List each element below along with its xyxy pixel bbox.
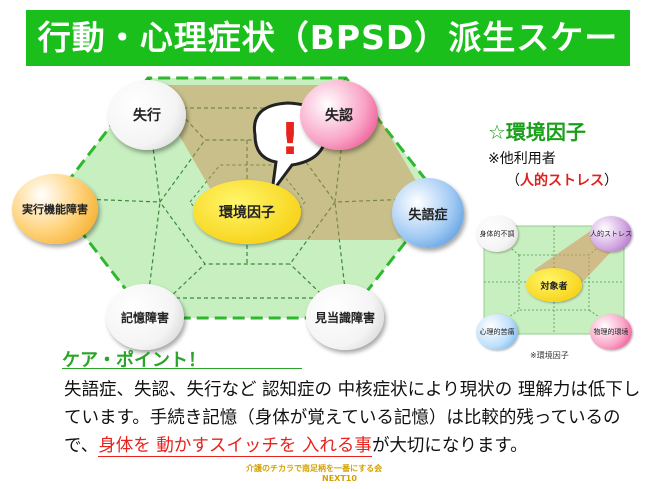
environment-heading: ☆環境因子 bbox=[488, 120, 586, 144]
node-aphasia: 失語症 bbox=[392, 178, 464, 248]
care-point-highlight: 身体を 動かすスイッチを 入れる事 bbox=[98, 436, 372, 457]
mini-diagram: 身体的不調 人的ストレス 対象者 心理的苦痛 物理的環境 bbox=[474, 210, 634, 360]
care-point-heading: ケア・ポイント！ bbox=[62, 350, 206, 371]
environment-note: ※他利用者 bbox=[488, 151, 556, 167]
node-memory-impairment: 記憶障害 bbox=[106, 284, 184, 350]
care-point-underline bbox=[62, 368, 302, 369]
node-environment-center: 環境因子 bbox=[193, 180, 301, 244]
mini-node-physical: 身体的不調 bbox=[476, 216, 518, 252]
footer-brand: NEXT10 bbox=[322, 474, 357, 483]
node-disorientation: 見当識障害 bbox=[306, 284, 384, 350]
footer-organization: 介護のチカラで南足柄を一番にする会 bbox=[246, 464, 383, 473]
alert-symbol: ! bbox=[280, 114, 300, 165]
mini-node-physical-env: 物理的環境 bbox=[590, 314, 632, 350]
node-executive-dysfunction: 実行機能障害 bbox=[12, 174, 98, 244]
mini-node-psychological: 心理的苦痛 bbox=[476, 314, 518, 350]
care-point-text: 失語症、失認、失行など 認知症の 中核症状により現状の 理解力は低下しています。… bbox=[64, 380, 641, 457]
page-title: 行動・心理症状（BPSD）派生スケール bbox=[26, 10, 630, 113]
node-apraxia: 失行 bbox=[108, 80, 186, 150]
mini-diagram-caption: ※環境因子 bbox=[530, 351, 569, 360]
mini-node-subject: 対象者 bbox=[526, 268, 582, 302]
environment-stress: （人的ストレス） bbox=[506, 173, 618, 189]
mini-node-human-stress: 人的ストレス bbox=[590, 216, 632, 252]
node-agnosia: 失認 bbox=[300, 80, 378, 150]
